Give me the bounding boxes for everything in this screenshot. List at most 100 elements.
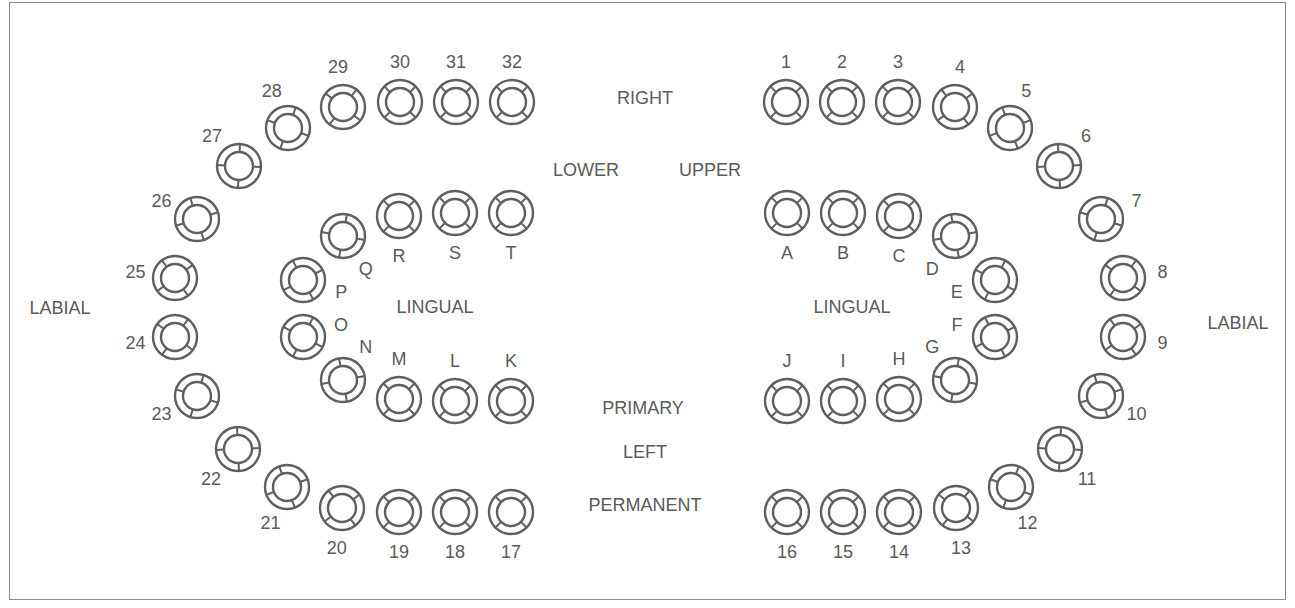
tooth-surface-divider xyxy=(883,383,889,389)
tooth-surface-divider xyxy=(465,223,471,229)
tooth-surface-divider xyxy=(439,385,445,391)
tooth-surface-divider xyxy=(162,348,167,354)
tooth-surface-divider xyxy=(201,232,203,240)
tooth-surface-divider xyxy=(465,496,471,502)
tooth-inner-ring xyxy=(498,88,526,116)
tooth-surface-divider xyxy=(1114,389,1122,391)
tooth-symbol xyxy=(988,106,1032,150)
tooth-surface-divider xyxy=(495,385,501,391)
tooth-surface-divider xyxy=(883,409,889,415)
tooth-surface-divider xyxy=(309,317,313,324)
tooth-outer-ring xyxy=(988,106,1032,150)
tooth-surface-divider xyxy=(770,86,776,92)
tooth-surface-divider xyxy=(976,270,983,274)
tooth-surface-divider xyxy=(466,112,472,118)
tooth-surface-divider xyxy=(283,327,290,331)
tooth-surface-divider xyxy=(883,522,889,528)
tooth-surface-divider xyxy=(439,411,445,417)
tooth-inner-ring xyxy=(885,385,913,413)
tooth-surface-divider xyxy=(315,343,322,347)
tooth-surface-divider xyxy=(329,491,334,497)
tooth-surface-divider xyxy=(409,383,415,389)
tooth-surface-divider xyxy=(1002,107,1005,114)
tooth-letter: D xyxy=(926,260,939,278)
tooth-surface-divider xyxy=(1073,164,1081,166)
tooth-number: 30 xyxy=(390,53,410,71)
tooth-symbol xyxy=(433,490,477,534)
tooth-symbol xyxy=(1101,256,1145,300)
tooth-surface-divider xyxy=(771,496,777,502)
tooth-letter: R xyxy=(393,247,406,265)
tooth-surface-divider xyxy=(465,197,471,203)
tooth-surface-divider xyxy=(827,223,833,229)
tooth-symbol xyxy=(320,486,364,530)
tooth-surface-divider xyxy=(465,522,471,528)
tooth-outer-ring xyxy=(1079,197,1123,241)
region-label: LEFT xyxy=(623,443,667,461)
tooth-surface-divider xyxy=(465,411,471,417)
tooth-surface-divider xyxy=(439,522,445,528)
tooth-symbol xyxy=(377,490,421,534)
tooth-inner-ring xyxy=(329,222,357,250)
tooth-inner-ring xyxy=(828,88,856,116)
tooth-symbol xyxy=(217,144,261,188)
tooth-surface-divider xyxy=(465,385,471,391)
tooth-letter: K xyxy=(505,352,517,370)
tooth-surface-divider xyxy=(883,226,889,232)
tooth-surface-divider xyxy=(521,496,527,502)
tooth-symbol xyxy=(216,427,260,471)
tooth-surface-divider xyxy=(439,223,445,229)
tooth-outer-ring xyxy=(216,427,260,471)
tooth-inner-ring xyxy=(941,222,969,250)
tooth-symbol xyxy=(266,106,310,150)
tooth-symbol xyxy=(378,80,422,124)
tooth-surface-divider xyxy=(1110,319,1115,325)
tooth-surface-divider xyxy=(321,382,329,383)
tooth-number: 32 xyxy=(502,53,522,71)
tooth-symbol xyxy=(153,256,197,300)
tooth-surface-divider xyxy=(210,212,218,214)
tooth-inner-ring xyxy=(497,199,525,227)
tooth-surface-divider xyxy=(352,90,357,96)
tooth-surface-divider xyxy=(827,385,833,391)
tooth-surface-divider xyxy=(522,112,528,118)
tooth-surface-divider xyxy=(908,112,914,118)
tooth-symbol xyxy=(933,358,977,402)
tooth-surface-divider xyxy=(237,180,239,188)
tooth-surface-divider xyxy=(1074,449,1082,451)
tooth-inner-ring xyxy=(942,494,970,522)
tooth-letter: A xyxy=(781,244,793,262)
tooth-surface-divider xyxy=(409,200,415,206)
tooth-symbol xyxy=(377,377,421,421)
tooth-outer-ring xyxy=(876,80,920,124)
tooth-surface-divider xyxy=(909,226,915,232)
tooth-surface-divider xyxy=(267,120,274,123)
tooth-surface-divider xyxy=(238,463,240,471)
tooth-surface-divider xyxy=(827,197,833,203)
tooth-surface-divider xyxy=(827,411,833,417)
tooth-outer-ring xyxy=(217,144,261,188)
tooth-outer-ring xyxy=(321,85,365,129)
tooth-outer-ring xyxy=(1037,144,1081,188)
tooth-surface-divider xyxy=(266,492,273,495)
tooth-inner-ring xyxy=(441,199,469,227)
tooth-surface-divider xyxy=(1037,166,1045,168)
tooth-surface-divider xyxy=(186,265,192,270)
tooth-surface-divider xyxy=(183,289,188,295)
tooth-surface-divider xyxy=(217,164,225,166)
tooth-surface-divider xyxy=(882,86,888,92)
region-label: PRIMARY xyxy=(602,399,684,417)
frame xyxy=(10,3,1286,600)
tooth-surface-divider xyxy=(495,411,501,417)
tooth-surface-divider xyxy=(770,112,776,118)
tooth-inner-ring xyxy=(328,494,356,522)
tooth-surface-divider xyxy=(1114,223,1122,225)
tooth-symbol xyxy=(489,490,533,534)
tooth-surface-divider xyxy=(1080,212,1088,214)
tooth-surface-divider xyxy=(495,197,501,203)
tooth-surface-divider xyxy=(1080,400,1088,402)
tooth-surface-divider xyxy=(941,90,946,96)
tooth-surface-divider xyxy=(883,496,889,502)
tooth-inner-ring xyxy=(829,199,857,227)
tooth-symbol xyxy=(765,379,809,423)
